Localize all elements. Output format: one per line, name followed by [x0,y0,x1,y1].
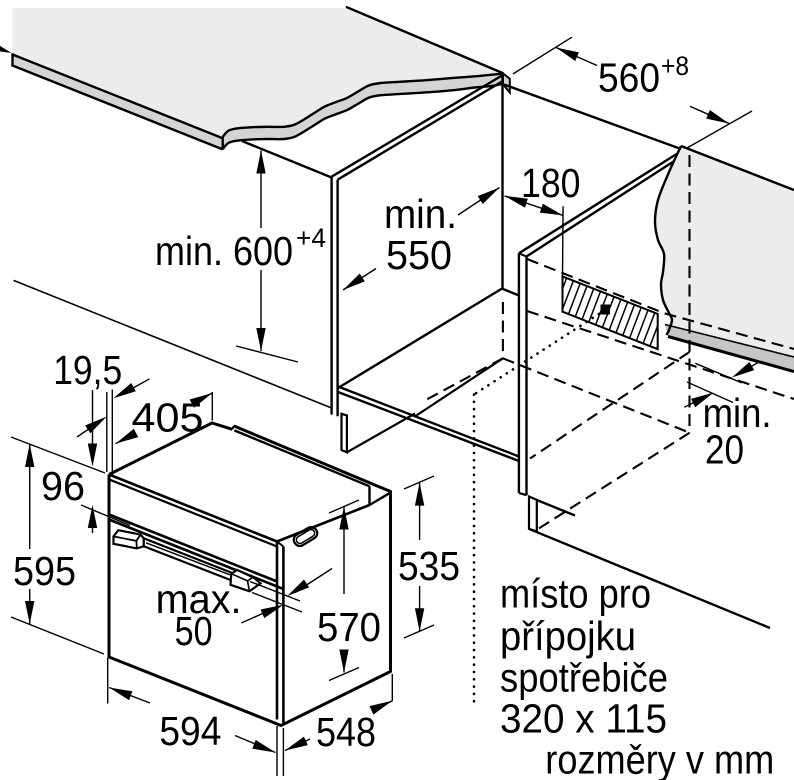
svg-text:max.: max. [156,576,242,622]
svg-text:96: 96 [41,463,85,509]
svg-text:180: 180 [521,160,581,206]
svg-text:594: 594 [159,708,221,754]
svg-text:+8: +8 [661,51,689,81]
svg-text:19,5: 19,5 [53,347,122,393]
svg-text:spotřebiče: spotřebiče [500,655,668,701]
svg-text:320 x 115: 320 x 115 [500,696,667,742]
svg-text:min.: min. [384,191,457,237]
svg-text:min.: min. [703,390,772,436]
svg-text:550: 550 [386,232,452,278]
svg-text:místo pro: místo pro [500,571,651,617]
svg-text:50: 50 [175,608,213,654]
svg-text:548: 548 [316,709,376,755]
svg-text:535: 535 [398,543,460,589]
svg-text:595: 595 [13,548,76,594]
svg-text:min. 600: min. 600 [155,228,293,274]
svg-text:405: 405 [132,395,204,441]
svg-text:570: 570 [317,604,381,650]
svg-text:20: 20 [705,427,744,473]
svg-text:přípojku: přípojku [500,613,636,659]
svg-text:560: 560 [598,55,660,101]
svg-text:+4: +4 [296,223,326,253]
svg-text:rozměry v mm: rozměry v mm [545,737,774,780]
